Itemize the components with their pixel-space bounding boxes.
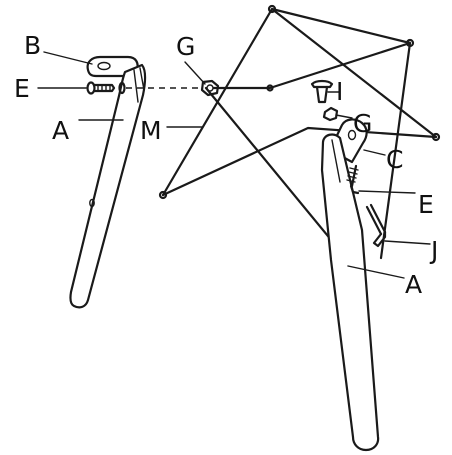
- label-b: B: [24, 31, 41, 60]
- allen-key-j: [365, 203, 387, 248]
- label-g-right: G: [353, 109, 372, 138]
- label-m: M: [140, 116, 162, 145]
- bolt-e-left: [86, 81, 116, 95]
- label-a-left: A: [52, 116, 69, 145]
- plug-i: [310, 79, 334, 104]
- left-leg-a: [69, 63, 147, 309]
- leader-lines: [37, 51, 431, 279]
- label-j: J: [429, 236, 438, 265]
- bracket-hole: [97, 61, 111, 71]
- right-leg-assembly: [320, 118, 387, 452]
- nut-g-top: [200, 79, 220, 97]
- plate-c-hole: [347, 129, 357, 141]
- label-g-top: G: [176, 32, 195, 61]
- label-e-right: E: [418, 190, 434, 219]
- label-c: C: [386, 145, 403, 174]
- bolt-e-right: [346, 164, 360, 195]
- washer-left: [118, 81, 126, 95]
- label-e-left: E: [14, 74, 30, 103]
- right-leg-a: [320, 133, 380, 452]
- leg-screw-hole: [89, 198, 95, 208]
- label-i: I: [336, 77, 343, 106]
- left-leg-assembly: [69, 55, 200, 309]
- nut-g-right: [322, 106, 339, 122]
- label-a-right: A: [405, 270, 422, 299]
- wire-frame-m: [158, 4, 441, 260]
